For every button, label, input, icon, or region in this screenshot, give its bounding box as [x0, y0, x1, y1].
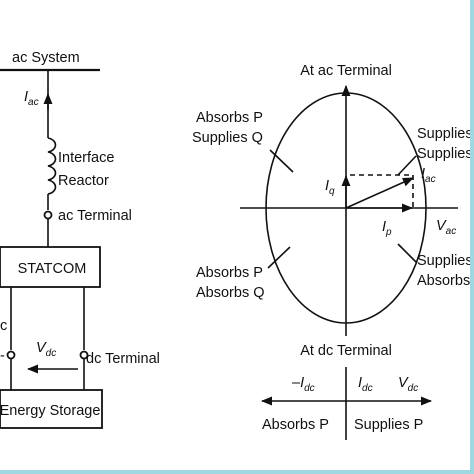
- partial-top-label: c: [0, 318, 7, 334]
- right-edge-strip: [470, 0, 474, 474]
- phasor-diagram: At ac Terminal At dc Terminal Absorbs P …: [192, 63, 473, 359]
- dc-terminal-left-circle: [6, 350, 16, 360]
- ac-terminal-label: ac Terminal: [58, 208, 132, 224]
- neg-i-dc-label: –Idc: [291, 375, 315, 394]
- at-dc-terminal-label: At dc Terminal: [300, 343, 392, 359]
- lr-line1: Supplies: [417, 253, 473, 269]
- ll-line2: Absorbs Q: [196, 285, 265, 301]
- ul-leader: [269, 149, 294, 173]
- ur-line2: Supplies: [417, 146, 473, 162]
- ur-line1: Supplies: [417, 126, 473, 142]
- energy-storage-label: Energy Storage: [0, 403, 100, 419]
- i-dc-label: Idc: [358, 375, 373, 394]
- supplies-p-label: Supplies P: [354, 417, 423, 433]
- dc-axis: –Idc Idc Vdc Absorbs P Supplies P: [260, 367, 433, 440]
- ac-system-label: ac System: [12, 50, 80, 66]
- interface-label: Interface: [58, 150, 114, 166]
- ur-leader: [397, 155, 417, 176]
- inductor-coil-icon: [47, 137, 57, 195]
- i-ac-phasor-label: Iac: [421, 166, 436, 185]
- ul-line1: Absorbs P: [196, 110, 263, 126]
- dc-terminal-label: dc Terminal: [86, 351, 160, 367]
- left-schematic: ac System Iac Interface Reactor ac Termi…: [0, 50, 160, 429]
- absorbs-p-label: Absorbs P: [262, 417, 329, 433]
- i-q-label: Iq: [325, 178, 335, 197]
- reactor-label: Reactor: [58, 173, 109, 189]
- ll-leader: [267, 246, 291, 269]
- statcom-box: [0, 246, 101, 288]
- lr-line2: Absorbs: [417, 273, 470, 289]
- dc-terminal-right-circle: [79, 350, 89, 360]
- v-dc-axis-label: Vdc: [398, 375, 418, 394]
- ul-line2: Supplies Q: [192, 130, 263, 146]
- lr-leader: [397, 243, 417, 263]
- partial-mid-label: -: [0, 348, 5, 364]
- statcom-label: STATCOM: [18, 261, 87, 277]
- i-p-label: Ip: [382, 219, 392, 238]
- bottom-edge-strip: [0, 470, 474, 474]
- i-ac-label: Iac: [24, 89, 39, 108]
- ll-line1: Absorbs P: [196, 265, 263, 281]
- i-ac-phasor: [345, 177, 415, 209]
- v-ac-label: Vac: [436, 218, 456, 237]
- ac-terminal-circle: [43, 210, 53, 220]
- energy-storage-box: [0, 389, 103, 429]
- v-dc-label: Vdc: [36, 340, 56, 359]
- at-ac-terminal-label: At ac Terminal: [300, 63, 392, 79]
